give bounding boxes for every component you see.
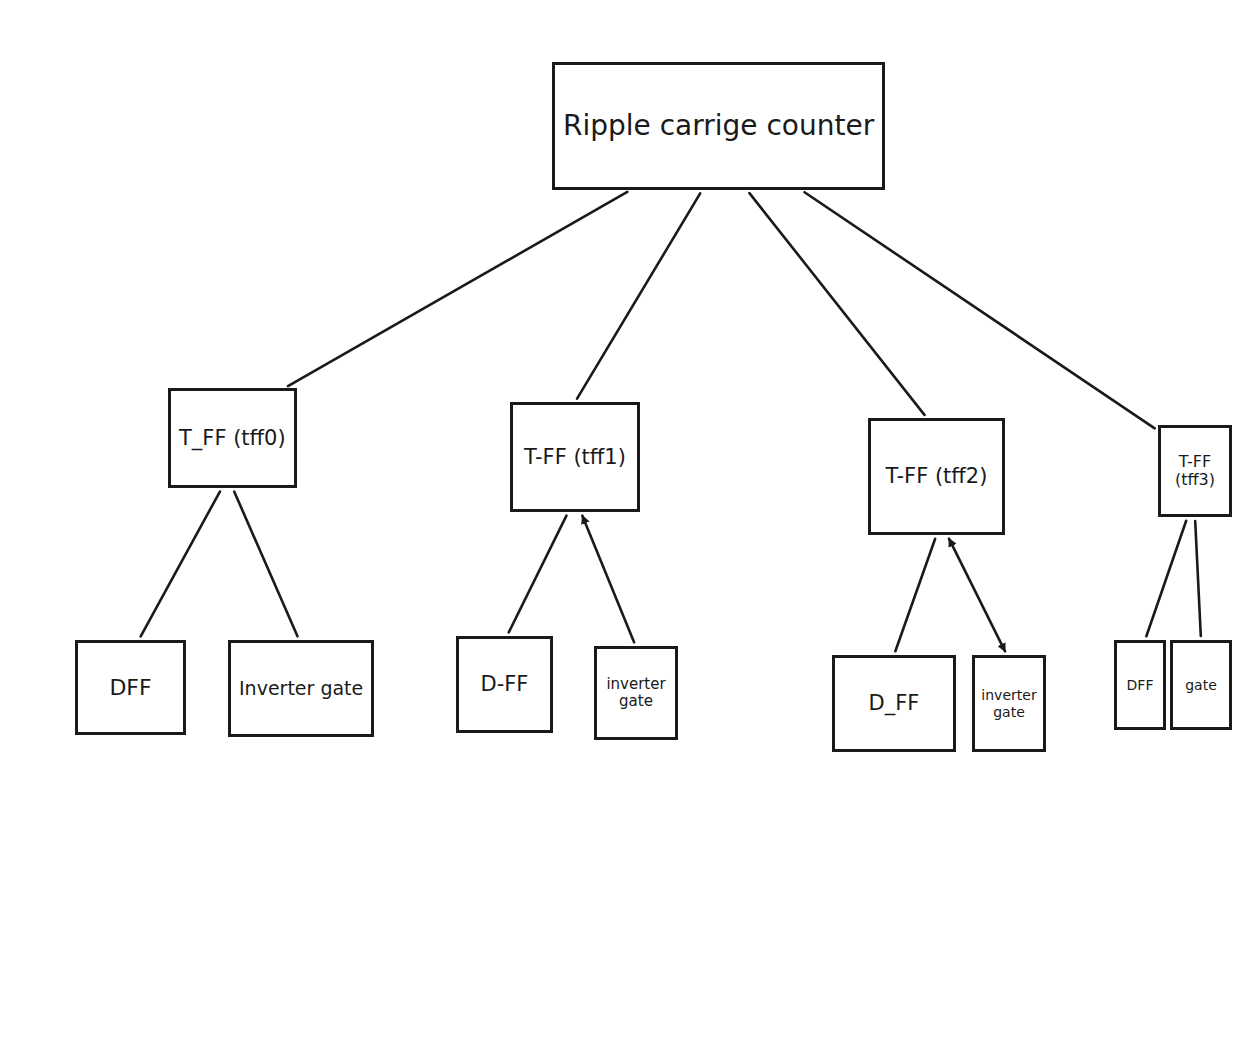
tree-connector [509,516,567,633]
box-label: DFF [1127,677,1154,693]
tree-connector [141,492,220,637]
box-label: inverter gate [979,687,1039,719]
tree-connector [805,192,1155,428]
tree-connector [582,516,634,643]
box-label: gate [1185,677,1217,693]
box-label: DFF [109,675,151,700]
tree-connector [288,192,627,386]
component-box: DFF [1114,640,1166,730]
tree-connector [949,539,1005,652]
box-label: D-FF [481,672,529,696]
tree-connector [749,193,924,415]
box-label: inverter gate [601,676,671,711]
box-label: T-FF (tff3) [1165,453,1225,490]
box-label: Ripple carrige counter [563,110,874,142]
tree-connector [1195,521,1201,636]
tree-connector [234,492,297,637]
flipflop-box: T_FF (tff0) [168,388,297,488]
tree-connector [577,193,700,398]
root-box: Ripple carrige counter [552,62,885,190]
box-label: T-FF (tff1) [524,445,626,469]
component-box: Inverter gate [228,640,374,737]
box-label: T_FF (tff0) [179,426,286,450]
box-label: Inverter gate [239,678,363,700]
tree-connector [1146,521,1186,636]
box-label: D_FF [869,691,920,715]
component-box: gate [1170,640,1232,730]
flipflop-box: T-FF (tff1) [510,402,640,512]
component-box: D_FF [832,655,956,752]
tree-connector [895,539,935,651]
component-box: D-FF [456,636,553,733]
component-box: inverter gate [594,646,678,740]
component-box: inverter gate [972,655,1046,752]
flipflop-box: T-FF (tff2) [868,418,1005,535]
component-box: DFF [75,640,186,735]
box-label: T-FF (tff2) [886,464,988,488]
flipflop-box: T-FF (tff3) [1158,425,1232,517]
